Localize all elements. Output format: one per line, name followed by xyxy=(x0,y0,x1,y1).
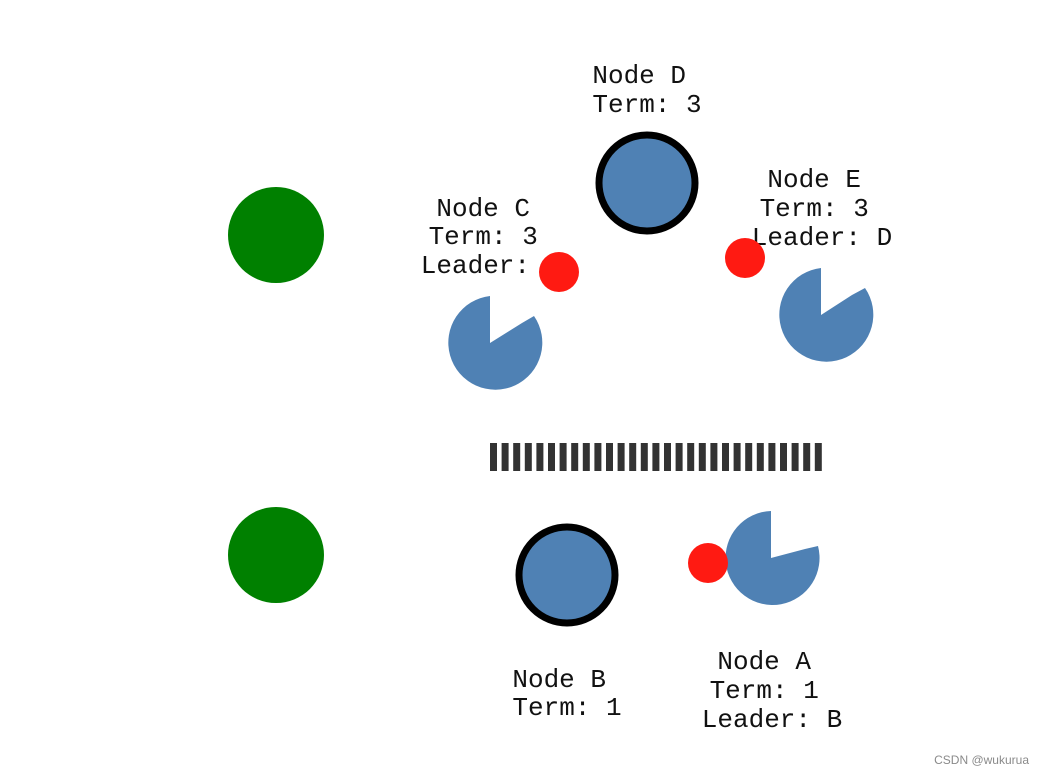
partition-segment xyxy=(594,443,602,471)
partition-segment xyxy=(698,443,706,471)
partition-segment xyxy=(490,443,497,471)
node-c-label: Node C Term: 3 Leader: D xyxy=(421,194,561,281)
partition-segment xyxy=(687,443,695,471)
partition-segment xyxy=(524,443,532,471)
partition-segment xyxy=(640,443,648,471)
partition-segment xyxy=(536,443,544,471)
partition-segment xyxy=(606,443,613,471)
partition-segment xyxy=(768,443,776,471)
partition-segment xyxy=(722,443,729,471)
node-c-pie xyxy=(448,296,543,390)
client-bottom xyxy=(228,507,324,603)
node-b: Node B Term: 1 xyxy=(512,523,622,723)
partition-segment xyxy=(814,443,822,471)
partition-segment xyxy=(548,443,555,471)
node-d-circle xyxy=(595,131,699,235)
node-a-label: Node A Term: 1 Leader: B xyxy=(702,647,842,735)
partition-segment xyxy=(803,443,811,471)
node-a-pie xyxy=(725,511,820,605)
partition-segment xyxy=(652,443,660,471)
partition-segment xyxy=(571,443,579,471)
partition-segment xyxy=(791,443,799,471)
node-e-label: Node E Term: 3 Leader: D xyxy=(752,165,892,253)
node-e-pie xyxy=(779,268,874,362)
message-a xyxy=(688,543,728,583)
network-partition xyxy=(490,443,822,471)
partition-segment xyxy=(710,443,718,471)
node-a: Node A Term: 1 Leader: B xyxy=(702,511,842,735)
node-d-label: Node D Term: 3 xyxy=(592,61,701,120)
node-d: Node D Term: 3 xyxy=(592,61,702,235)
partition-segment xyxy=(582,443,590,471)
partition-segment xyxy=(756,443,764,471)
partition-segment xyxy=(617,443,625,471)
partition-segment xyxy=(745,443,753,471)
partition-segment xyxy=(629,443,637,471)
message-e xyxy=(725,238,765,278)
partition-segment xyxy=(559,443,567,471)
node-e: Node E Term: 3 Leader: D xyxy=(752,165,892,362)
node-c: Node C Term: 3 Leader: D xyxy=(421,194,561,390)
partition-segment xyxy=(780,443,787,471)
message-c xyxy=(539,252,579,292)
partition-segment xyxy=(513,443,521,471)
partition-segment xyxy=(675,443,683,471)
node-b-label: Node B Term: 1 xyxy=(512,665,621,723)
node-b-circle xyxy=(515,523,619,627)
partition-segment xyxy=(733,443,741,471)
watermark: CSDN @wukurua xyxy=(934,753,1029,767)
partition-segment xyxy=(501,443,509,471)
partition-segment xyxy=(664,443,671,471)
client-top xyxy=(228,187,324,283)
